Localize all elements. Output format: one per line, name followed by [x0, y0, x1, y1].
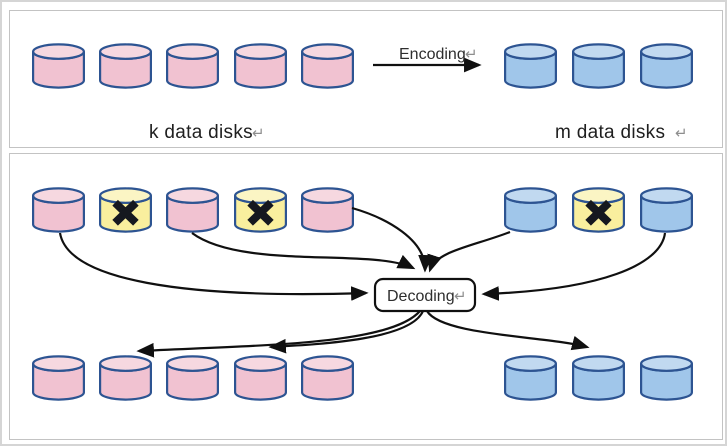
decoding-box	[373, 277, 477, 313]
parity-disk	[639, 187, 694, 233]
recovered-parity-disk	[571, 355, 626, 401]
decode-input-arrow	[58, 232, 369, 301]
data-disk	[31, 187, 86, 233]
data-disk	[301, 355, 354, 401]
data-disk	[98, 43, 152, 89]
decode-output-arrow	[426, 310, 590, 351]
data-disk	[166, 355, 219, 401]
decode-output-arrow	[268, 310, 425, 354]
data-disk	[301, 187, 354, 233]
decode-input-arrow	[481, 232, 667, 301]
parity-disk	[504, 187, 558, 233]
recovered-data-disk	[98, 355, 152, 401]
decode-input-arrow	[191, 232, 416, 270]
recovered-data-disk	[234, 355, 287, 401]
m-data-disks-label: m data disks	[555, 122, 665, 143]
parity-disk	[504, 355, 558, 401]
k-data-disks-label: k data disks	[149, 122, 253, 143]
decoding-label: Decoding	[387, 288, 455, 305]
failed-data-disk	[235, 188, 286, 231]
parity-disk	[639, 355, 694, 401]
parity-disk	[639, 43, 694, 89]
failed-parity-disk	[573, 188, 624, 231]
return-mark-icon: ↵	[252, 125, 265, 142]
encoding-label: Encoding	[399, 46, 466, 63]
data-disk	[166, 187, 219, 233]
data-disk	[234, 43, 287, 89]
decode-output-arrow	[136, 310, 421, 358]
failed-data-disk	[100, 188, 151, 231]
data-disk	[31, 43, 86, 89]
data-disk	[301, 43, 354, 89]
decode-input-arrow	[427, 230, 511, 273]
data-disk	[166, 43, 219, 89]
parity-disk	[571, 43, 626, 89]
return-mark-icon: ↵	[465, 46, 478, 63]
return-mark-icon: ↵	[454, 288, 467, 305]
data-disk	[31, 355, 86, 401]
parity-disk	[504, 43, 558, 89]
return-mark-icon: ↵	[675, 125, 688, 142]
decode-input-arrow	[351, 206, 433, 273]
